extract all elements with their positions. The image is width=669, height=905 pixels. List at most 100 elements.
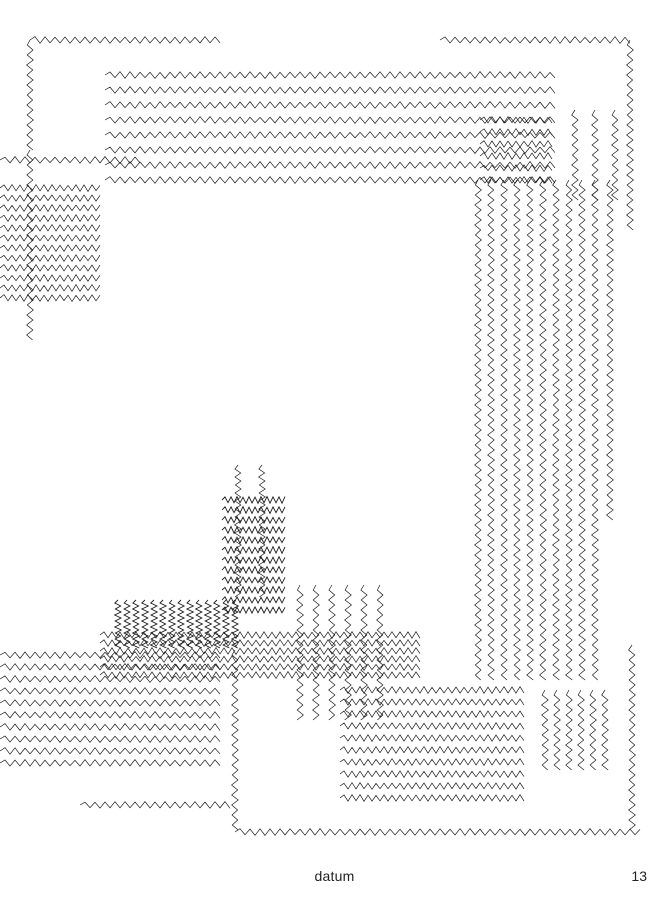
zigzag-line <box>479 164 553 173</box>
zigzag-line <box>104 86 556 94</box>
zigzag-line <box>0 723 221 731</box>
zigzag-line <box>233 464 242 598</box>
zigzag-line <box>104 116 556 124</box>
zigzag-line <box>0 193 101 203</box>
zigzag-line <box>185 599 195 649</box>
zigzag-line <box>79 801 231 809</box>
zigzag-line <box>628 644 636 831</box>
zigzag-line <box>104 71 556 79</box>
zigzag-line <box>339 721 525 731</box>
zigzag-line <box>0 711 221 719</box>
zigzag-line <box>339 770 525 779</box>
zigzag-line <box>339 734 525 743</box>
zigzag-line <box>104 131 556 139</box>
zigzag-line <box>376 584 384 721</box>
zigzag-line <box>234 828 641 836</box>
zigzag-line <box>99 654 421 664</box>
zigzag-line <box>578 179 586 681</box>
zigzag-line <box>339 781 525 791</box>
zigzag-line <box>339 709 525 719</box>
zigzag-line <box>0 687 221 695</box>
zigzag-line <box>212 599 222 649</box>
zigzag-line <box>0 735 221 743</box>
zigzag-line <box>99 662 421 671</box>
zigzag-line <box>26 149 34 341</box>
zigzag-line <box>312 584 320 721</box>
zigzag-line <box>296 584 304 721</box>
zigzag-line <box>591 109 599 201</box>
zigzag-line <box>0 213 101 223</box>
zigzag-line <box>0 274 101 282</box>
zigzag-line <box>221 585 286 595</box>
zigzag-line <box>565 179 573 681</box>
zigzag-line <box>26 39 34 151</box>
zigzag-line <box>221 555 286 565</box>
footer-title: datum <box>314 868 355 884</box>
page-number: 13 <box>631 868 647 884</box>
zigzag-line <box>439 36 631 44</box>
zigzag-line <box>539 179 547 681</box>
zigzag-line <box>0 759 221 767</box>
zigzag-line <box>591 179 599 681</box>
zigzag-line <box>0 203 101 213</box>
zigzag-line <box>104 146 556 154</box>
zigzag-line <box>339 685 525 695</box>
zigzag-line <box>0 663 221 671</box>
zigzag-line <box>328 584 336 721</box>
zigzag-line <box>0 283 101 293</box>
zigzag-line <box>487 179 495 681</box>
zigzag-line <box>606 179 614 521</box>
zigzag-line <box>131 599 141 649</box>
zigzag-line <box>339 757 525 767</box>
zigzag-line <box>565 689 573 771</box>
zigzag-line <box>0 244 101 252</box>
zigzag-line <box>552 179 560 681</box>
zigzag-line <box>571 109 579 201</box>
zigzag-line <box>221 576 286 585</box>
zigzag-line <box>231 649 239 831</box>
zigzag-line <box>589 689 597 771</box>
zigzag-line <box>0 183 101 193</box>
zigzag-line <box>500 179 508 681</box>
zigzag-line <box>113 599 123 649</box>
zigzag-line <box>0 263 101 272</box>
zigzag-line <box>221 595 286 605</box>
zigzag-line <box>0 156 141 164</box>
zigzag-line <box>577 689 585 771</box>
zigzag-line <box>339 794 525 803</box>
zigzag-line <box>611 109 619 201</box>
zigzag-line <box>257 464 266 598</box>
zigzag-line <box>0 675 221 683</box>
zigzag-line <box>344 584 352 721</box>
zigzag-line <box>203 599 213 649</box>
zigzag-line <box>99 631 421 640</box>
zigzag-line <box>104 161 556 169</box>
zigzag-line <box>122 599 132 649</box>
zigzag-line <box>474 179 482 681</box>
zigzag-line <box>479 127 553 137</box>
zigzag-line <box>0 651 221 659</box>
zigzag-line <box>513 179 521 681</box>
zigzag-line <box>230 599 240 649</box>
zigzag-line <box>526 179 534 681</box>
zigzag-line <box>339 697 525 707</box>
zigzag-line <box>221 565 286 575</box>
zigzag-line <box>99 670 421 680</box>
zigzag-line <box>601 689 609 771</box>
zigzag-line <box>0 294 101 303</box>
zigzag-line <box>99 646 421 656</box>
zigzag-line <box>221 535 286 545</box>
zigzag-line <box>479 151 553 160</box>
zigzag-line <box>167 599 177 649</box>
zigzag-line <box>221 605 286 615</box>
zigzag-line <box>0 254 101 262</box>
zigzag-line <box>0 223 101 232</box>
zigzag-line <box>221 545 286 555</box>
zigzag-line <box>104 176 556 184</box>
zigzag-line <box>194 599 204 649</box>
zigzag-line <box>221 515 286 525</box>
zigzag-line <box>0 233 101 242</box>
zigzag-line <box>158 599 168 649</box>
zigzag-line <box>29 36 221 44</box>
